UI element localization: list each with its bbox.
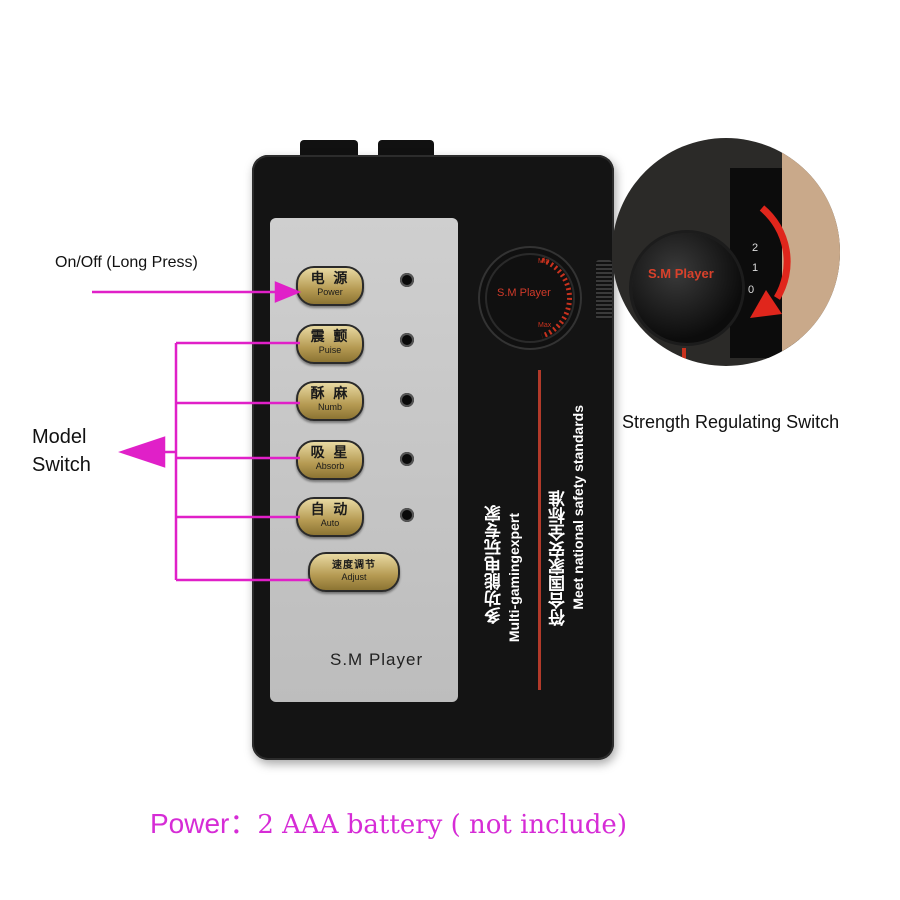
numb-mode-button[interactable]: 酥 麻 Numb (296, 381, 364, 421)
numb-button-en: Numb (317, 402, 342, 412)
auto-button-en: Auto (320, 518, 340, 528)
indicator-led (400, 273, 414, 287)
auto-button-cn: 自 动 (310, 502, 350, 518)
inset-knob[interactable] (632, 233, 742, 343)
absorb-button-cn: 吸 星 (310, 445, 350, 461)
power-button[interactable]: 电 源 Power (296, 266, 364, 306)
pulse-mode-button[interactable]: 震 颤 Puise (296, 324, 364, 364)
strength-switch-annotation: Strength Regulating Switch (622, 412, 840, 432)
pulse-button-en: Puise (318, 345, 342, 355)
model-switch-line2: Switch (32, 454, 91, 476)
dial-min-label: Min (538, 258, 550, 265)
model-arrowhead (118, 436, 166, 468)
strength-dial[interactable] (480, 248, 580, 348)
dial-scale-icon (485, 253, 575, 343)
power-button-en: Power (317, 287, 343, 297)
indicator-led (400, 333, 414, 347)
indicator-led (400, 508, 414, 522)
model-switch-annotation: Model Switch (32, 423, 91, 479)
dial-max-label: Max (538, 322, 552, 329)
absorb-mode-button[interactable]: 吸 星 Absorb (296, 440, 364, 480)
adjust-speed-button[interactable]: 速度调节 Adjust (308, 552, 400, 592)
panel-brand-label: S.M Player (330, 650, 424, 669)
indicator-led (400, 452, 414, 466)
inset-scale-2: 2 (752, 242, 759, 254)
on-off-annotation: On/Off (Long Press) (55, 254, 198, 271)
inset-background (782, 138, 840, 366)
adjust-button-en: Adjust (341, 572, 367, 582)
rotate-arrow-icon (682, 205, 791, 362)
inset-scale-1: 1 (752, 262, 759, 274)
indicator-led (400, 393, 414, 407)
caption-prefix: Power： (150, 808, 258, 839)
red-divider-line (538, 370, 541, 690)
knob-closeup-inset: S.M Player 2 1 0 (612, 138, 840, 366)
side-knob-ridge[interactable] (596, 260, 612, 320)
dial-brand-label: S.M Player (497, 287, 551, 299)
model-switch-line1: Model (32, 426, 87, 448)
absorb-button-en: Absorb (315, 461, 345, 471)
auto-mode-button[interactable]: 自 动 Auto (296, 497, 364, 537)
numb-button-cn: 酥 麻 (310, 386, 350, 402)
adjust-button-cn: 速度调节 (332, 560, 376, 571)
inset-scale-0: 0 (748, 284, 755, 296)
power-caption: Power：2 AAA battery ( not include) (150, 802, 627, 842)
caption-text: 2 AAA battery ( not include) (257, 810, 627, 840)
on-off-arrowhead (274, 281, 302, 303)
power-button-cn: 电 源 (310, 271, 350, 287)
pulse-button-cn: 震 颤 (310, 329, 350, 345)
inset-knob-label: S.M Player (648, 266, 714, 281)
